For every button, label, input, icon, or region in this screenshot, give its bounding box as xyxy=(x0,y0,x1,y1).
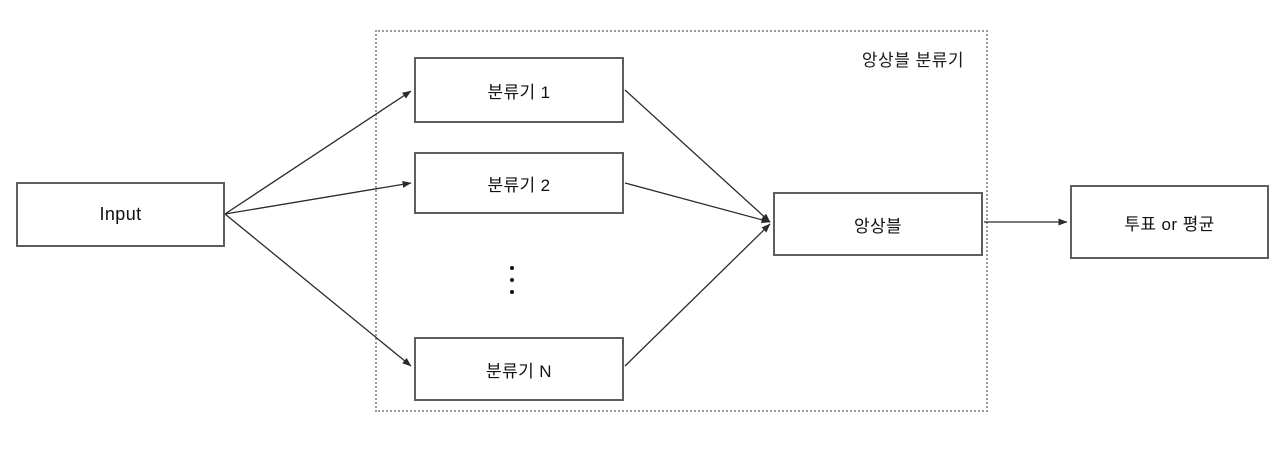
vertical-ellipsis-icon xyxy=(497,258,527,302)
node-ensemble-label: 앙상블 xyxy=(853,216,903,236)
ellipsis-dot xyxy=(510,290,514,294)
node-classifier-2-label: 분류기 2 xyxy=(487,175,551,195)
node-input[interactable]: Input xyxy=(16,182,225,247)
node-classifier-n[interactable]: 분류기 N xyxy=(414,337,624,401)
ensemble-group-label: 앙상블 분류기 xyxy=(861,51,964,70)
ellipsis-dot xyxy=(510,278,514,282)
node-ensemble[interactable]: 앙상블 xyxy=(773,192,983,256)
node-classifier-n-label: 분류기 N xyxy=(486,361,552,381)
node-output[interactable]: 투표 or 평균 xyxy=(1070,185,1269,259)
node-classifier-1-label: 분류기 1 xyxy=(487,82,551,102)
node-input-label: Input xyxy=(99,204,142,224)
ellipsis-dot xyxy=(510,266,514,270)
node-classifier-2[interactable]: 분류기 2 xyxy=(414,152,624,214)
node-classifier-1[interactable]: 분류기 1 xyxy=(414,57,624,123)
node-output-label: 투표 or 평균 xyxy=(1124,214,1215,234)
